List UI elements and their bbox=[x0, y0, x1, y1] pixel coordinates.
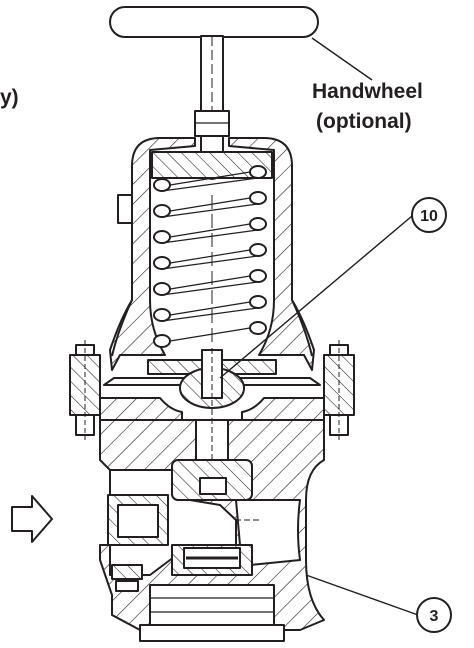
bonnet bbox=[109, 137, 315, 371]
flange-right bbox=[323, 340, 355, 440]
lower-case bbox=[99, 397, 325, 421]
diaphragm-assembly bbox=[103, 348, 321, 409]
handwheel-label: Handwheel bbox=[312, 80, 423, 103]
flow-direction-arrow-icon bbox=[11, 495, 53, 543]
callout-3-circle bbox=[416, 597, 452, 633]
spring-coils-right bbox=[249, 165, 267, 335]
valve-body bbox=[99, 400, 325, 642]
handwheel-leader-line bbox=[311, 37, 373, 81]
callout-10: 10 bbox=[411, 197, 447, 233]
callout-10-leader-line bbox=[219, 215, 413, 379]
flange-left bbox=[69, 340, 101, 440]
callout-3-number: 3 bbox=[430, 608, 439, 625]
handwheel-optional-label: (optional) bbox=[316, 110, 412, 133]
spring-lines bbox=[161, 171, 259, 342]
truncated-label-fragment: y) bbox=[0, 86, 19, 109]
handwheel bbox=[109, 6, 319, 38]
spring-coils-left bbox=[153, 178, 171, 348]
callout-10-number: 10 bbox=[420, 208, 438, 225]
callout-10-circle bbox=[411, 197, 447, 233]
callout-3-leader-line bbox=[305, 574, 419, 616]
callout-3: 3 bbox=[416, 597, 452, 633]
